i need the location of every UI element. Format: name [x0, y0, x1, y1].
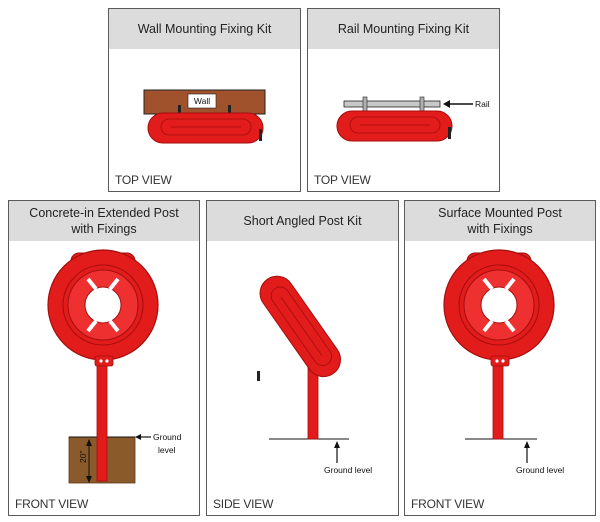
lifebuoy-housing-top	[147, 112, 264, 144]
panel-title: Wall Mounting Fixing Kit	[109, 9, 300, 49]
view-label: SIDE VIEW	[213, 497, 274, 511]
panel-rail-mounting: Rail Mounting Fixing Kit Rail TOP VIEW	[307, 8, 500, 192]
wall-label: Wall	[194, 96, 210, 106]
rail-label: Rail	[475, 99, 490, 109]
panel-angled-post: Short Angled Post Kit Ground level SIDE …	[206, 200, 399, 516]
view-label: TOP VIEW	[314, 173, 371, 187]
view-label: TOP VIEW	[115, 173, 172, 187]
concrete-post-diagram: 20" Ground level	[47, 249, 182, 484]
angled-post-diagram: Ground level	[257, 275, 372, 475]
panel-title: Short Angled Post Kit	[207, 201, 398, 241]
post	[492, 362, 504, 440]
surface-post-diagram: Ground level	[443, 249, 564, 475]
panel-wall-mounting: Wall Mounting Fixing Kit Wall TOP VIEW	[108, 8, 301, 192]
ground-label: Ground level	[516, 465, 564, 475]
rail-mount-diagram: Rail	[336, 96, 490, 142]
view-label: FRONT VIEW	[411, 497, 485, 511]
wall-mount-diagram: Wall	[143, 89, 266, 144]
wall-fixing-right	[228, 105, 231, 115]
panel-surface-post: Surface Mounted Post with Fixings Ground…	[404, 200, 596, 516]
rail-bar	[343, 100, 441, 108]
ground-label: Ground level	[324, 465, 372, 475]
ground-label-line-1: Ground	[153, 432, 182, 442]
panel-concrete-post: Concrete-in Extended Post with Fixings 2…	[8, 200, 200, 516]
title-line-1: Concrete-in Extended Post	[29, 206, 179, 220]
lifebuoy-housing-side	[259, 275, 342, 378]
panel-title: Surface Mounted Post with Fixings	[405, 201, 595, 241]
title-line-2: with Fixings	[467, 222, 533, 236]
lifebuoy-housing-top	[336, 110, 453, 142]
wall-fixing-left	[178, 105, 181, 115]
view-label: FRONT VIEW	[15, 497, 89, 511]
depth-label: 20"	[78, 451, 88, 463]
ground-label-line-2: level	[158, 445, 176, 455]
panel-title: Rail Mounting Fixing Kit	[308, 9, 499, 49]
title-line-1: Surface Mounted Post	[438, 206, 562, 220]
post	[96, 362, 108, 482]
title-line-2: with Fixings	[71, 222, 137, 236]
panel-title: Concrete-in Extended Post with Fixings	[9, 201, 199, 241]
wall-label-box	[187, 93, 217, 109]
